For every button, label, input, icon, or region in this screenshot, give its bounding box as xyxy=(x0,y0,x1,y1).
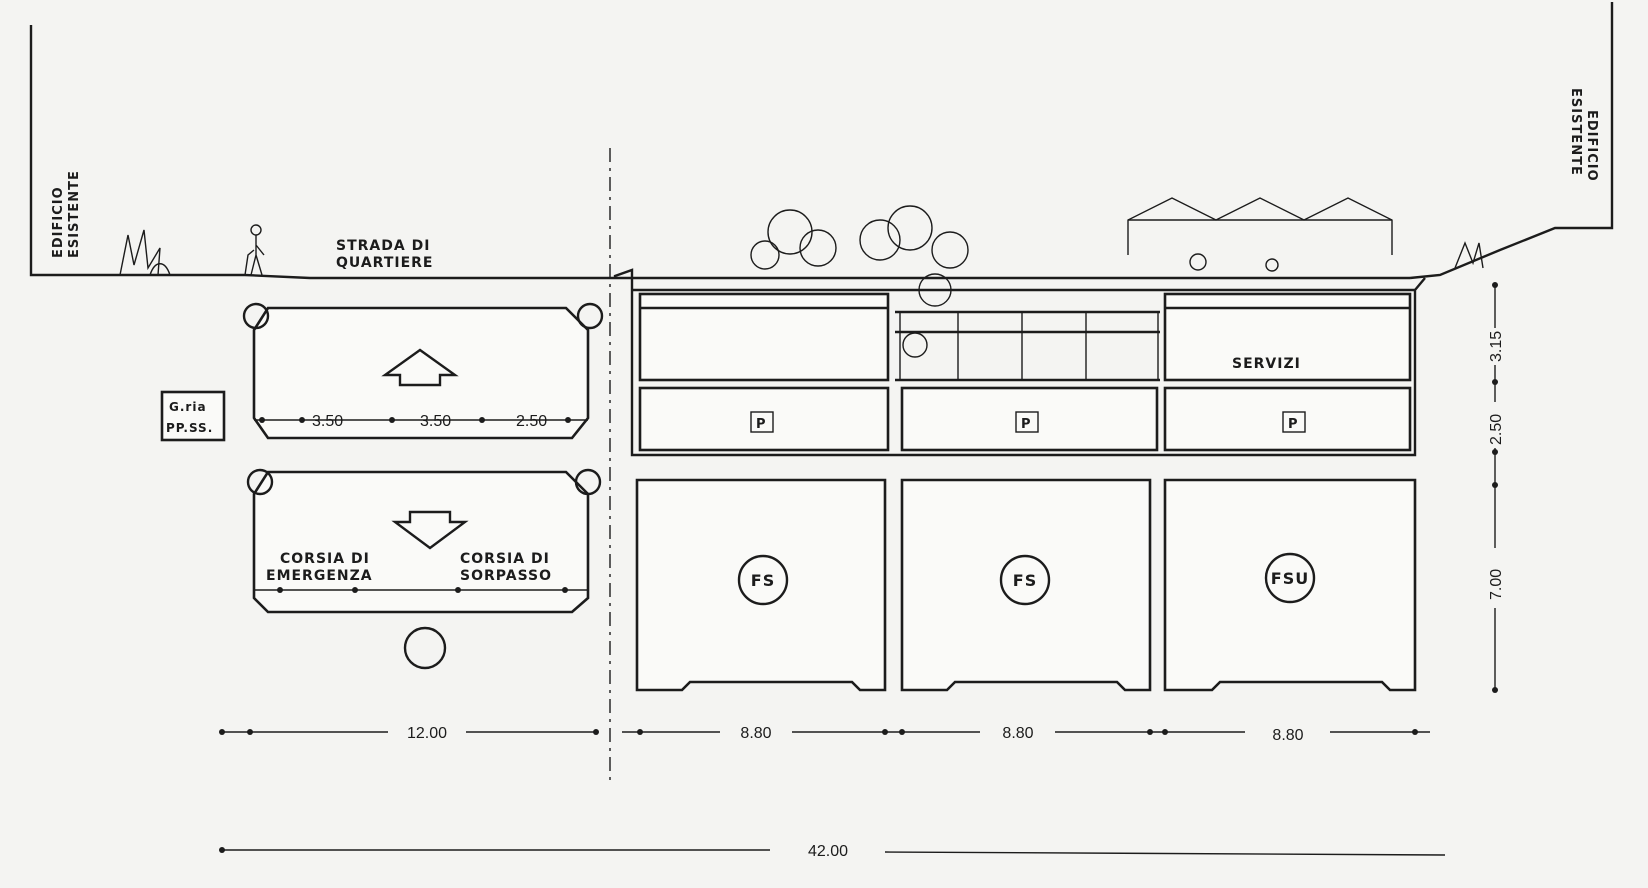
lane-emergency-label-2: EMERGENZA xyxy=(266,568,373,584)
text-labels: EDIFICIO ESISTENTE EDIFICIO ESISTENTE ST… xyxy=(51,88,1599,860)
rail-label-3: FSU xyxy=(1271,569,1309,588)
lane-width-1: 3.50 xyxy=(312,413,343,430)
road-tunnel-upper xyxy=(242,302,604,440)
right-building-label-2: ESISTENTE xyxy=(1568,88,1583,176)
lane-width-3: 2.50 xyxy=(516,413,547,430)
vegetation xyxy=(119,197,1484,376)
parking-label-2: P xyxy=(1021,417,1032,432)
left-building-label-2: ESISTENTE xyxy=(67,170,82,258)
vertical-dim-1: 3.15 xyxy=(1488,331,1505,362)
police-label-2: PP.SS. xyxy=(166,421,213,435)
total-width: 42.00 xyxy=(808,843,848,860)
road-tunnel-width: 12.00 xyxy=(407,725,447,742)
rail-width-2: 8.80 xyxy=(1002,725,1033,742)
parking-icon xyxy=(1015,411,1039,433)
police-box xyxy=(160,390,226,442)
vertical-dim-3: 7.00 xyxy=(1488,569,1505,600)
dimension-lines xyxy=(219,282,1498,856)
upper-structure xyxy=(613,268,1426,457)
lane-width-2: 3.50 xyxy=(420,413,451,430)
rail-width-3: 8.80 xyxy=(1272,727,1303,744)
lane-dimension-marks xyxy=(259,417,571,593)
rail-label-1: FS xyxy=(751,571,775,590)
rail-tunnels xyxy=(635,478,1417,692)
parking-icon xyxy=(750,411,774,433)
lane-emergency-label-1: CORSIA DI xyxy=(280,551,370,567)
road-label-2: QUARTIERE xyxy=(336,255,434,271)
lane-overtaking-label-1: CORSIA DI xyxy=(460,551,550,567)
parking-label-1: P xyxy=(756,417,767,432)
police-label-1: G.ria xyxy=(169,400,207,414)
services-label: SERVIZI xyxy=(1232,356,1301,372)
vertical-dim-2: 2.50 xyxy=(1488,414,1505,445)
arrow-down-icon xyxy=(391,510,469,550)
rail-label-2: FS xyxy=(1013,571,1037,590)
lane-overtaking-label-2: SORPASSO xyxy=(460,568,552,584)
road-tunnel-lower xyxy=(246,468,602,670)
road-label-1: STRADA DI xyxy=(336,238,430,254)
rail-width-1: 8.80 xyxy=(740,725,771,742)
right-building-label-1: EDIFICIO xyxy=(1584,110,1599,182)
arrow-up-icon xyxy=(381,348,459,387)
parking-label-3: P xyxy=(1288,417,1299,432)
parking-icon xyxy=(1282,411,1306,433)
left-building-label-1: EDIFICIO xyxy=(51,186,66,258)
ground-profile xyxy=(29,2,1614,280)
